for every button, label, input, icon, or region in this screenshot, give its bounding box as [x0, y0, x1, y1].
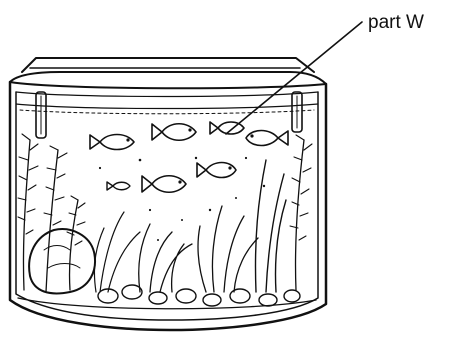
gravel-bed [18, 285, 316, 309]
plants-center [139, 206, 258, 292]
fish-6 [197, 163, 236, 178]
plants-left [18, 134, 140, 292]
fish-5 [142, 176, 186, 193]
part-w-label: part W [368, 12, 424, 33]
part-w-pointer-line [226, 22, 362, 134]
fish-1 [90, 135, 134, 150]
fish-2 [152, 124, 196, 141]
fish-small [107, 182, 130, 190]
plants-right [255, 135, 312, 292]
heater-tube-left [36, 92, 46, 138]
heater-tube-right [292, 92, 302, 132]
tank-lid [10, 58, 326, 84]
rock [29, 229, 95, 293]
fish-4 [246, 131, 288, 146]
water-bubbles [99, 157, 265, 241]
